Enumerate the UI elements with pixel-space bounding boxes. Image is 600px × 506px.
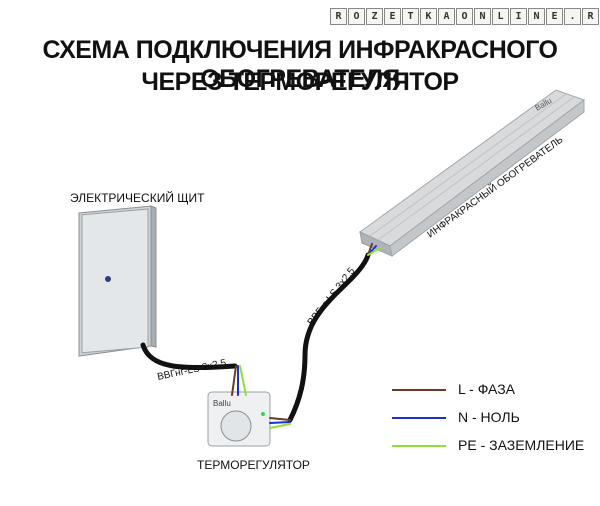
logo-letter: T [402, 8, 419, 25]
logo-letter: E [384, 8, 401, 25]
lock-icon [105, 276, 111, 282]
legend-lines [392, 389, 446, 447]
legend-text-phase: L - ФАЗА [458, 381, 516, 397]
cable-thermostat-heater [287, 252, 371, 423]
logo-letter: I [510, 8, 527, 25]
thermostat-dial [220, 410, 252, 442]
electrical-panel [78, 205, 157, 357]
logo-letter: Z [366, 8, 383, 25]
logo-letter: E [546, 8, 563, 25]
cable-label-1: ВВГнг-LS 3х2.5 [156, 357, 227, 382]
panel-label: ЭЛЕКТРИЧЕСКИЙ ЩИТ [70, 191, 205, 205]
diagram-title-line1: СХЕМА ПОДКЛЮЧЕНИЯ ИНФРАКРАСНОГО ОБОГРЕВА… [42, 36, 558, 93]
logo-letter: N [528, 8, 545, 25]
logo-letter: . [564, 8, 581, 25]
logo-letter: A [438, 8, 455, 25]
diagram-title-line2: ЧЕРЕЗ ТЕРМОРЕГУЛЯТОР [141, 68, 459, 96]
legend-text-neutral: N - НОЛЬ [458, 409, 520, 425]
thermostat-label: ТЕРМОРЕГУЛЯТОР [197, 458, 310, 472]
logo-letter: K [420, 8, 437, 25]
logo-letter: O [348, 8, 365, 25]
thermostat-brand: Ballu [213, 399, 231, 408]
cable-label-2: ВВГнг-LS 3х2.5 [306, 265, 358, 327]
logo-letter: R [330, 8, 347, 25]
logo-letter: O [456, 8, 473, 25]
thermostat: Ballu [207, 391, 271, 447]
indicator-led [261, 412, 265, 416]
legend-text-ground: PE - ЗАЗЕМЛЕНИЕ [458, 437, 585, 453]
cable-panel-thermostat [140, 342, 238, 371]
logo-letter: R [582, 8, 599, 25]
logo-letter: L [492, 8, 509, 25]
cables [140, 243, 381, 429]
logo-letter: N [474, 8, 491, 25]
infrared-heater: Ballu [359, 89, 586, 257]
